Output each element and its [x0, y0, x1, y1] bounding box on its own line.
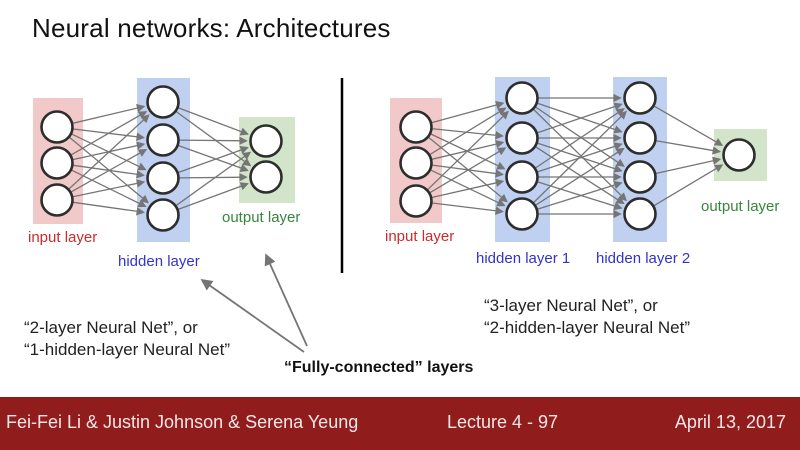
connection-edge — [178, 136, 248, 145]
hidden-layer-label: hidden layer 2 — [596, 250, 690, 267]
connection-edge — [532, 110, 627, 204]
connection-edge — [534, 108, 625, 169]
output-layer-label: output layer — [222, 209, 300, 226]
neuron-node — [399, 146, 433, 180]
neuron-node — [623, 81, 657, 115]
caption-line: “1-hidden-layer Neural Net” — [24, 340, 230, 359]
neuron-node — [399, 184, 433, 218]
footer-date: April 13, 2017 — [674, 412, 786, 432]
connection-edge — [431, 202, 504, 215]
connection-edge — [532, 108, 627, 202]
connection-edge — [536, 180, 623, 210]
right-network-caption: “3-layer Neural Net”, or “2-hidden-layer… — [484, 295, 690, 339]
neuron-node — [505, 121, 539, 155]
annotation-arrow — [200, 278, 305, 353]
left_network-nodes — [40, 85, 283, 232]
input-layer-label: input layer — [385, 228, 454, 245]
connection-edge — [655, 139, 722, 155]
neuron-node — [146, 198, 180, 232]
input-layer-label: input layer — [28, 229, 97, 246]
connection-edge — [177, 182, 249, 211]
connection-edge — [178, 173, 248, 182]
neuron-node — [623, 160, 657, 194]
neuron-node — [40, 146, 74, 180]
right_network-labels: input layer hidden layer 1 hidden layer 2 o… — [385, 198, 779, 267]
fully-connected-label: “Fully-connected” layers — [284, 359, 474, 376]
caption-line: “2-hidden-layer Neural Net” — [484, 318, 690, 337]
connection-edge — [67, 114, 150, 190]
connection-edge — [652, 164, 724, 207]
right_network-nodes — [399, 81, 756, 231]
connection-edge — [177, 106, 249, 136]
connection-edge — [430, 100, 505, 124]
neuron-node — [146, 123, 180, 157]
neuron-node — [623, 121, 657, 155]
connection-edge — [536, 102, 623, 134]
connection-edge — [70, 148, 148, 193]
slide-title: Neural networks: Architectures — [32, 13, 391, 43]
output-layer-label: output layer — [701, 198, 779, 215]
neuron-node — [399, 110, 433, 144]
footer-lecture-number: Lecture 4 - 97 — [447, 412, 559, 432]
hidden-layer-label: hidden layer — [118, 253, 200, 270]
connection-edge — [534, 106, 625, 167]
connection-edge — [534, 147, 625, 207]
left-network-caption: “2-layer Neural Net”, or “1-hidden-layer… — [24, 317, 230, 361]
connection-edge — [534, 145, 625, 205]
neuron-node — [249, 160, 283, 194]
connection-edge — [72, 179, 146, 198]
left_network-edges — [67, 104, 252, 216]
neuron-node — [722, 138, 756, 172]
connection-edge — [71, 104, 146, 125]
connection-edge — [431, 164, 504, 178]
connection-edge — [72, 201, 145, 216]
footer-authors: Fei-Fei Li & Justin Johnson & Serena Yeu… — [6, 412, 359, 432]
connection-edge — [426, 110, 509, 191]
neuron-node — [505, 81, 539, 115]
neuron-node — [505, 160, 539, 194]
connection-edge — [177, 144, 249, 172]
neuron-node — [505, 197, 539, 231]
caption-line: “2-layer Neural Net”, or — [24, 318, 198, 337]
connection-edge — [428, 147, 507, 194]
connection-edge — [72, 164, 145, 179]
connection-edge — [430, 178, 505, 199]
right_network-edges — [426, 93, 724, 219]
footer-bar: Fei-Fei Li & Justin Johnson & Serena Yeu… — [0, 397, 800, 450]
neuron-node — [40, 183, 74, 217]
connection-edge — [536, 102, 623, 134]
right_network-layer-boxes — [390, 77, 767, 242]
connection-edge — [428, 107, 507, 156]
connection-edge — [654, 156, 722, 175]
connection-edge — [653, 105, 724, 146]
connection-edge — [177, 146, 249, 174]
annotation-arrow — [264, 253, 308, 347]
connection-edge — [175, 110, 252, 167]
neuron-node — [623, 197, 657, 231]
neuron-node — [146, 161, 180, 195]
connection-edge — [175, 151, 252, 207]
left_network-labels: input layer hidden layer output layer — [28, 209, 300, 270]
neuron-node — [40, 110, 74, 144]
connection-edge — [70, 111, 148, 156]
neuron-node — [146, 85, 180, 119]
hidden-layer-label: hidden layer 1 — [476, 250, 570, 267]
connection-edge — [536, 142, 623, 173]
neuron-node — [249, 124, 283, 158]
caption-line: “3-layer Neural Net”, or — [484, 296, 658, 315]
